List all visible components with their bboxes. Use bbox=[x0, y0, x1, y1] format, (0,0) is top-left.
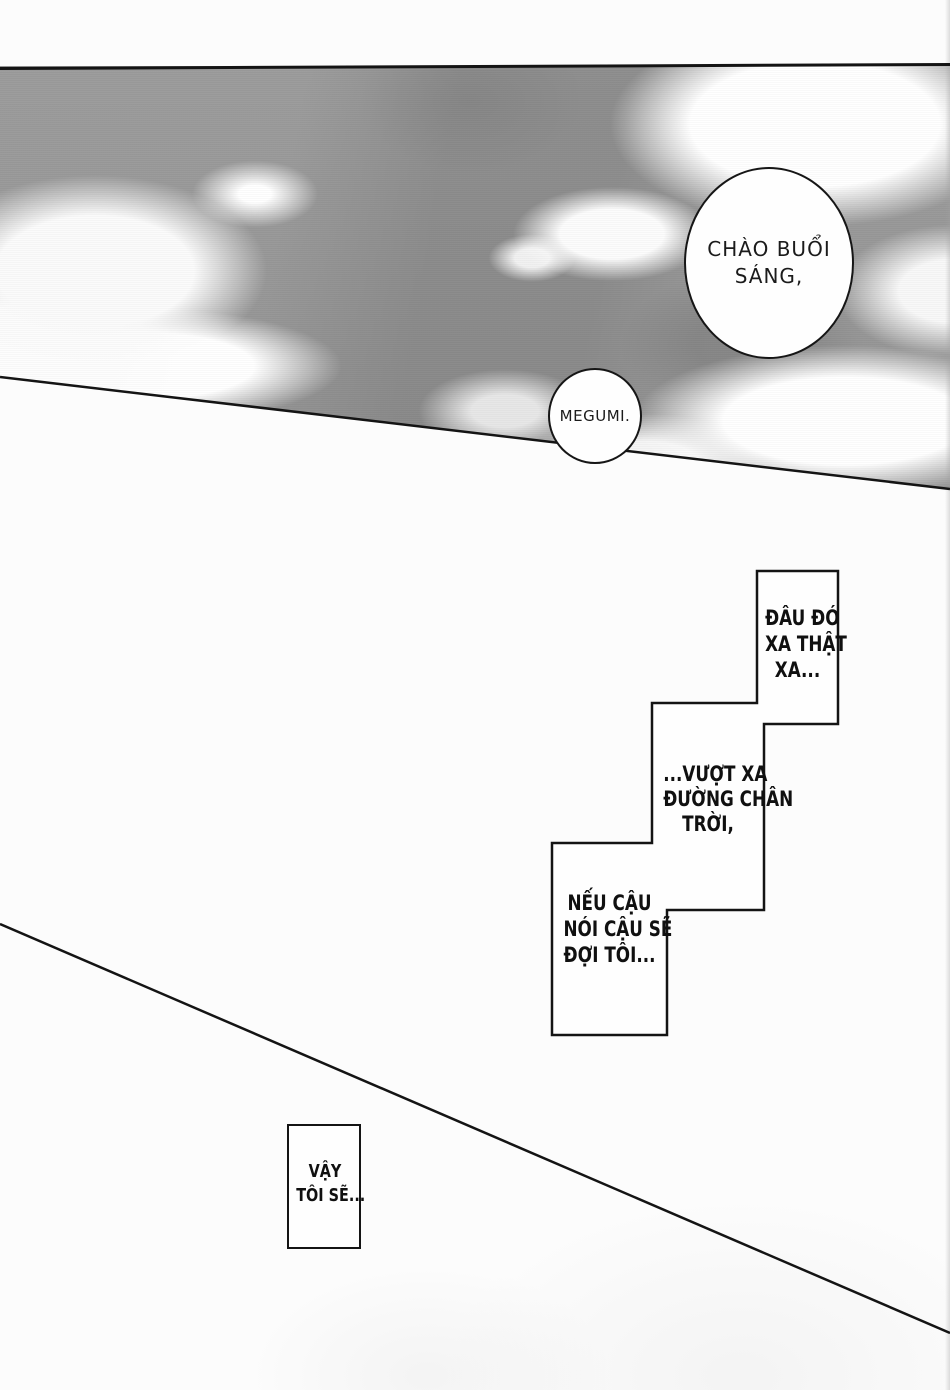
greeting-line-1: CHÀO BUỔI bbox=[707, 237, 831, 261]
caption-3-line-1: NẾU CẬU bbox=[567, 891, 652, 915]
caption-2-line-2: ĐƯỜNG CHÂN bbox=[663, 787, 794, 811]
caption-1-line-2: XA THẬT bbox=[765, 632, 847, 656]
speech-bubble-name: MEGUMI. bbox=[548, 368, 642, 464]
caption-2-line-3: TRỜI, bbox=[682, 812, 734, 836]
caption-4-line-1: VẬY bbox=[308, 1161, 342, 1182]
caption-box-4-text: VẬY TÔI SẼ... bbox=[296, 1160, 366, 1208]
caption-box-3-text: NẾU CẬU NÓI CẬU SẼ ĐỢI TÔI... bbox=[563, 890, 673, 968]
caption-box-4 bbox=[287, 1124, 361, 1249]
caption-box-2-text: ...VƯỢT XA ĐƯỜNG CHÂN TRỜI, bbox=[663, 762, 794, 837]
caption-2-line-1: ...VƯỢT XA bbox=[663, 762, 768, 786]
caption-3-line-2: NÓI CẬU SẼ bbox=[563, 917, 673, 941]
greeting-line-2: SÁNG, bbox=[734, 264, 804, 288]
name-line-1: MEGUMI. bbox=[559, 407, 631, 425]
caption-box-1-text: ĐÂU ĐÓ XA THẬT XA... bbox=[765, 605, 847, 683]
speech-bubble-greeting: CHÀO BUỔI SÁNG, bbox=[684, 167, 854, 359]
caption-4-line-2: TÔI SẼ... bbox=[296, 1185, 366, 1206]
lower-diagonal-line bbox=[0, 922, 950, 1335]
caption-1-line-3: XA... bbox=[774, 658, 821, 682]
caption-3-line-3: ĐỢI TÔI... bbox=[563, 943, 656, 967]
caption-1-line-1: ĐÂU ĐÓ bbox=[765, 606, 840, 630]
